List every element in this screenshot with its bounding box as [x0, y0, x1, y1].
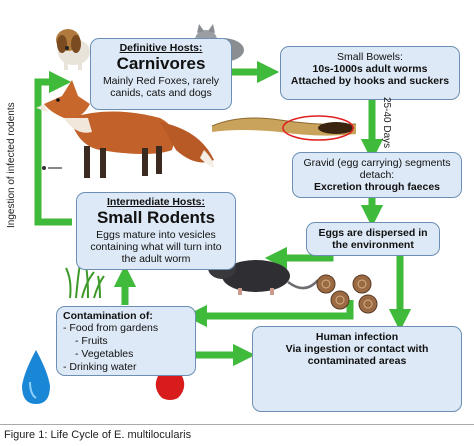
gravid-segments-line1: Gravid (egg carrying) segments detach:: [303, 157, 451, 181]
small-bowels-box: Small Bowels: 10s-1000s adult worms Atta…: [280, 46, 460, 100]
contamination-title: Contamination of:: [63, 310, 153, 322]
small-bowels-line2: Attached by hooks and suckers: [290, 75, 450, 87]
small-bowels-title: Small Bowels:: [337, 51, 403, 63]
eggs-dispersed-text: Eggs are dispersed in the environment: [318, 227, 428, 251]
fox-image: [36, 80, 214, 178]
figure-caption: Figure 1: Life Cycle of E. multiloculari…: [0, 424, 474, 445]
definitive-hosts-box: Definitive Hosts: Carnivores Mainly Red …: [90, 38, 232, 110]
human-infection-box: Human infection Via ingestion or contact…: [252, 326, 462, 412]
contamination-item-fruits: - Fruits: [75, 335, 108, 347]
gravid-segments-box: Gravid (egg carrying) segments detach: E…: [292, 152, 462, 198]
definitive-hosts-name: Carnivores: [116, 54, 206, 73]
contamination-box: Contamination of: - Food from gardens - …: [56, 306, 196, 376]
credit-logo: [42, 166, 62, 170]
contamination-item-vegetables: - Vegetables: [75, 348, 134, 360]
gravid-segments-line2: Excretion through faeces: [313, 181, 441, 193]
arrow-rodents-to-carnivores: [34, 70, 72, 226]
water-drop-icon: [22, 350, 50, 404]
contamination-list: - Food from gardens - Fruits - Vegetable…: [63, 322, 189, 374]
small-bowels-line1: 10s-1000s adult worms: [312, 63, 428, 75]
intermediate-hosts-desc: Eggs mature into vesicles containing wha…: [90, 229, 222, 265]
intermediate-hosts-title: Intermediate Hosts:: [106, 196, 206, 208]
dog-image: [56, 29, 90, 70]
intermediate-hosts-name: Small Rodents: [96, 208, 216, 227]
intermediate-hosts-box: Intermediate Hosts: Small Rodents Eggs m…: [76, 192, 236, 270]
contamination-item-water: - Drinking water: [63, 361, 137, 373]
definitive-hosts-title: Definitive Hosts:: [119, 42, 203, 54]
eggs-image: [316, 274, 378, 314]
tapeworm-image: [211, 115, 357, 141]
side-label-ingestion: Ingestion of infected rodents: [6, 102, 17, 228]
eggs-dispersed-box: Eggs are dispersed in the environment: [306, 222, 440, 256]
human-infection-desc: Via ingestion or contact with contaminat…: [285, 343, 429, 367]
arrow-eggs-to-contamination: [184, 300, 354, 328]
days-label: 25-40 Days: [381, 97, 392, 149]
contamination-item-food: - Food from gardens: [63, 322, 159, 334]
definitive-hosts-desc: Mainly Red Foxes, rarely canids, cats an…: [102, 75, 220, 99]
human-infection-title: Human infection: [315, 331, 399, 343]
